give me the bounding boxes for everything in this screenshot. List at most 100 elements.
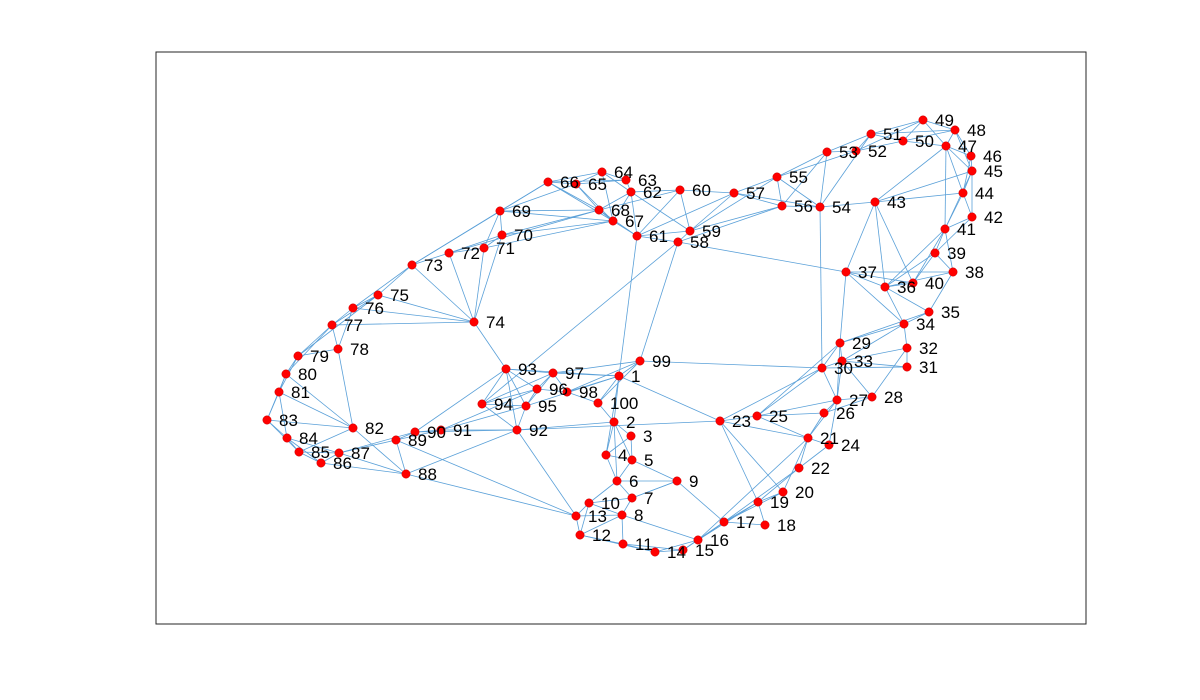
graph-edge [605,435,632,456]
node-label: 51 [883,125,902,144]
graph-edge [481,372,554,405]
node-label: 71 [496,239,515,258]
graph-node [316,458,326,468]
node-label: 50 [915,132,934,151]
graph-edge [286,437,322,464]
graph-edge [934,216,973,254]
graph-edge [782,437,809,493]
node-label: 30 [834,359,853,378]
graph-node [729,188,739,198]
graph-edge [631,480,678,499]
graph-node [501,364,511,374]
graph-node [777,201,787,211]
graph-node [675,185,685,195]
node-label: 90 [427,423,446,442]
graph-edge [575,183,614,222]
graph-edge [505,368,554,374]
node-label: 95 [538,397,557,416]
graph-edge [723,501,759,523]
graph-edge [826,150,857,153]
graph-edge [525,375,620,407]
graph-edge [828,399,838,446]
node-label: 26 [836,404,855,423]
graph-node [950,125,960,135]
graph-edge [630,191,691,232]
node-label: 7 [644,489,653,508]
graph-node [601,450,611,460]
graph-node [608,216,618,226]
graph-edge [631,459,678,482]
node-label: 38 [965,263,984,282]
graph-edge [278,391,354,429]
graph-node [444,248,454,258]
node-label: 60 [692,181,711,200]
graph-node [348,423,358,433]
node-label: 57 [746,184,765,203]
node-label: 83 [279,411,298,430]
node-label: 96 [549,380,568,399]
graph-edge [776,151,828,178]
graph-edge [639,241,679,362]
graph-node [401,469,411,479]
node-label: 67 [625,212,644,231]
graph-edge [352,427,407,475]
graph-node [532,384,542,394]
graph-edge [845,271,886,288]
graph-edge [654,539,699,553]
graph-edge [598,209,638,237]
node-label: 33 [854,352,873,371]
graph-node [262,415,272,425]
node-label: 62 [643,183,662,202]
graph-node [958,188,968,198]
graph-node [618,539,628,549]
graph-edge [639,360,823,369]
graph-node [967,212,977,222]
graph-edge [516,420,721,431]
graph-node [778,487,788,497]
node-label: 10 [601,494,620,513]
graph-node [571,179,581,189]
graph-node [841,267,851,277]
graph-edge [677,205,783,243]
graph-edge [676,480,725,523]
node-label: 20 [795,483,814,502]
graph-edge [945,145,972,157]
graph-edge [839,311,930,344]
graph-edge [733,192,783,207]
graph-edge [654,549,684,553]
node-label: 14 [667,543,686,562]
graph-edge [411,210,501,266]
node-label: 88 [418,465,437,484]
node-label: 59 [702,222,721,241]
node-label: 69 [512,202,531,221]
graph-edge [776,176,821,208]
graph-edge [855,119,924,152]
graph-edge [613,421,633,461]
graph-node [609,417,619,427]
graph-edge [636,230,691,237]
graph-node [948,267,958,277]
graph-edge [448,234,503,254]
graph-edge [733,192,821,208]
node-label: 24 [841,436,860,455]
graph-edge [928,271,954,313]
node-label: 23 [732,412,751,431]
node-label: 80 [298,365,317,384]
graph-edge [547,181,600,211]
graph-edge [405,473,577,517]
graph-edge [448,209,600,254]
graph-edge [481,368,507,405]
graph-edge [286,437,340,454]
graph-node [941,141,951,151]
graph-node [521,401,531,411]
node-label: 65 [588,175,607,194]
graph-node [678,545,688,555]
node-label: 17 [736,513,755,532]
graph-edge [841,347,908,362]
node-label: 46 [983,147,1002,166]
graph-node [327,320,337,330]
graph-edge [723,467,800,523]
graph-edge [440,405,527,431]
graph-edge [871,347,908,398]
graph-edge [613,421,618,482]
